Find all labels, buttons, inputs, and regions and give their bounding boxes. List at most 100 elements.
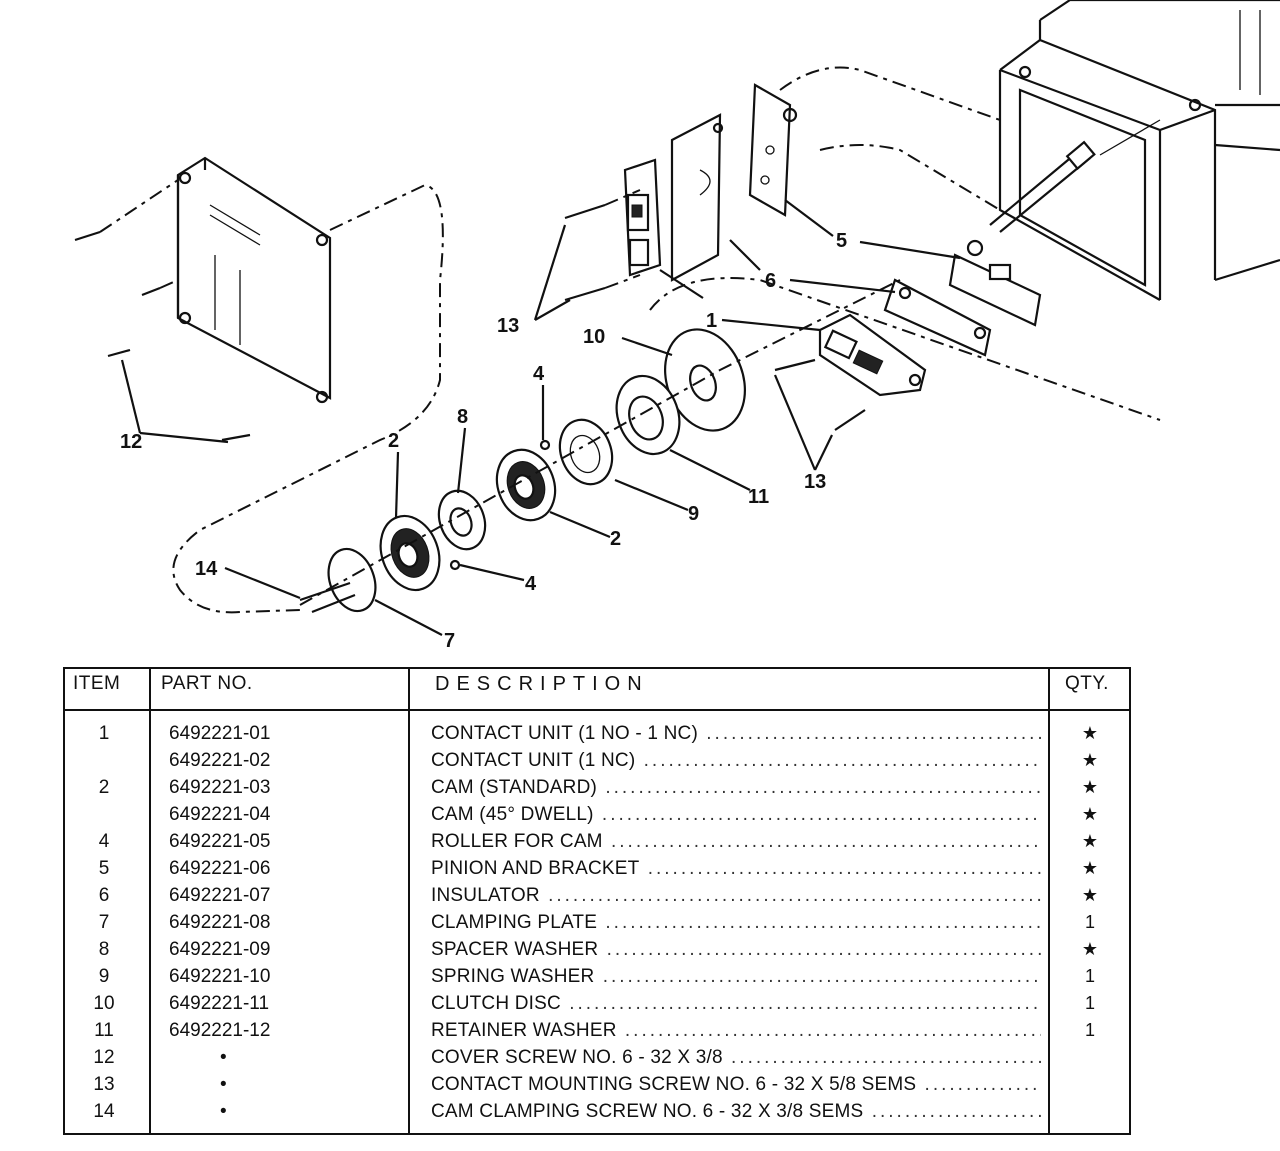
qty-cell: 1 [1084,1020,1095,1040]
callout-4b: 4 [525,573,537,595]
table-row: 6492221-04 CAM (45° DWELL) ..............… [65,804,1129,831]
description-text: INSULATOR [431,885,540,906]
callout-10: 10 [583,326,605,348]
dot-leader: ........................................… [605,777,1041,798]
callout-13: 13 [497,315,519,337]
item-cell: 2 [98,777,110,798]
contact-unit-lower [818,313,927,397]
dot-leader: ........................................… [605,912,1041,933]
pinion-bracket [748,83,1042,327]
part-no-cell: 6492221-02 [169,750,271,771]
qty-cell: ★ [1081,777,1099,797]
exploded-parts-diagram: 1 2 2 4 4 5 6 7 8 9 10 11 12 13 13 14 [74,0,1280,652]
qty-cell: 1 [1084,966,1095,986]
callout-labels: 1 2 2 4 4 5 6 7 8 9 10 11 12 13 13 14 [120,230,847,652]
qty-cell: ★ [1081,804,1099,824]
part-no-cell: 6492221-10 [169,966,271,987]
callout-2b: 2 [610,528,621,550]
description-text: CONTACT UNIT (1 NC) [431,750,636,771]
dot-leader: ........................................… [602,966,1041,987]
header-description: DESCRIPTION [435,673,649,695]
cover-plate [176,156,332,404]
item-cell: 5 [98,858,110,879]
part-no-cell: • [220,1047,227,1068]
callout-2: 2 [388,430,399,452]
clamping-plate [299,547,377,614]
parts-list-table: ITEM PART NO. DESCRIPTION QTY. 1 6492221-… [63,667,1131,1135]
description-cell: PINION AND BRACKET .....................… [431,858,1041,880]
description-cell: COVER SCREW NO. 6 - 32 X 3/8 ...........… [431,1047,1041,1069]
item-cell: 1 [98,723,110,744]
header-part-no: PART NO. [161,673,253,694]
item-cell: 12 [93,1047,115,1068]
description-cell: SPACER WASHER ..........................… [431,939,1041,961]
dot-leader: ........................................… [706,723,1041,744]
description-text: SPACER WASHER [431,939,599,960]
col-divider [149,669,151,1133]
item-cell: 6 [98,885,110,906]
dot-leader: ........................................… [647,858,1041,879]
callout-5: 5 [836,230,847,252]
dot-leader: ........................................… [610,831,1041,852]
description-text: PINION AND BRACKET [431,858,640,879]
dot-leader: ........................................… [601,804,1041,825]
dot-leader: ........................................… [871,1101,1041,1122]
item-cell: 14 [93,1101,115,1122]
description-cell: SPRING WASHER ..........................… [431,966,1041,988]
part-no-cell: 6492221-01 [169,723,271,744]
description-text: ROLLER FOR CAM [431,831,603,852]
table-row: 6 6492221-07 INSULATOR ...................… [65,885,1129,912]
dot-leader: ........................................… [560,993,1041,1014]
leader-lines [120,199,961,636]
description-cell: CAM CLAMPING SCREW NO. 6 - 32 X 3/8 SEMS… [431,1101,1041,1123]
dot-leader: ........................................… [624,1020,1041,1041]
description-cell: CONTACT UNIT (1 NC) ....................… [431,750,1041,772]
header-qty: QTY. [1065,673,1109,694]
part-no-cell: • [220,1074,227,1095]
callout-9: 9 [688,503,699,525]
contact-screws [564,189,866,431]
retainer-washer [615,374,681,456]
spacer-washer [437,489,487,551]
description-cell: CLUTCH DISC ............................… [431,993,1041,1015]
callout-8: 8 [457,406,468,428]
dot-leader: ........................................… [731,1047,1041,1068]
description-text: CONTACT MOUNTING SCREW NO. 6 - 32 X 5/8 … [431,1074,917,1095]
part-no-cell: 6492221-06 [169,858,271,879]
item-cell: 9 [98,966,110,987]
qty-cell: ★ [1081,885,1099,905]
description-cell: CONTACT UNIT (1 NO - 1 NC) .............… [431,723,1041,745]
part-no-cell: 6492221-04 [169,804,271,825]
description-text: CAM (STANDARD) [431,777,598,798]
item-cell: 7 [98,912,110,933]
description-text: RETAINER WASHER [431,1020,617,1041]
callout-7: 7 [444,630,455,652]
table-row: 9 6492221-10 SPRING WASHER ...............… [65,966,1129,993]
description-text: CLUTCH DISC [431,993,561,1014]
description-cell: CAM (45° DWELL) ........................… [431,804,1041,826]
table-row: 6492221-02 CONTACT UNIT (1 NC) ..........… [65,750,1129,777]
item-cell: 11 [94,1020,114,1041]
housing-box [989,0,1280,301]
qty-cell: ★ [1081,723,1099,743]
description-cell: RETAINER WASHER ........................… [431,1020,1041,1042]
spring-washer [558,418,614,486]
qty-cell: ★ [1081,831,1099,851]
table-row: 14•CAM CLAMPING SCREW NO. 6 - 32 X 3/8 S… [65,1101,1129,1128]
part-no-cell: 6492221-09 [169,939,271,960]
description-text: COVER SCREW NO. 6 - 32 X 3/8 [431,1047,723,1068]
cam-upper [495,439,557,522]
part-no-cell: 6492221-07 [169,885,271,906]
dot-leader: ........................................… [924,1074,1041,1095]
col-divider [1048,669,1050,1133]
dot-leader: ........................................… [539,885,1041,906]
description-text: SPRING WASHER [431,966,595,987]
description-cell: ROLLER FOR CAM .........................… [431,831,1041,853]
qty-cell: 1 [1084,993,1095,1013]
callout-12: 12 [120,431,142,453]
table-header: ITEM PART NO. DESCRIPTION QTY. [65,669,1129,711]
